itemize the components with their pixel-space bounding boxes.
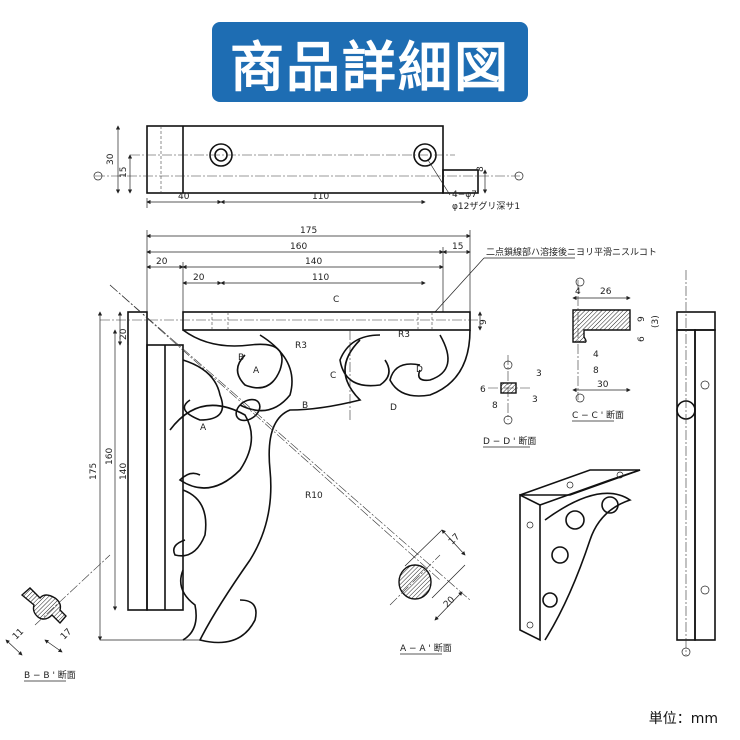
page-title: 商品詳細図 — [230, 35, 510, 99]
section-b-label: B — [302, 401, 308, 411]
top-view: 30 15 40 110 8 4−φ7 φ12ザグリ深サ1 — [93, 125, 524, 212]
side-view — [676, 270, 716, 657]
dim-160-v: 160 — [105, 448, 115, 465]
cc-title: C − C ' 断面 — [572, 409, 624, 421]
scrollwork — [109, 284, 471, 644]
r3-label-a: R3 — [295, 341, 307, 351]
dim-15: 15 — [452, 242, 463, 252]
section-dd: 6 8 3 3 D − D ' 断面 — [480, 355, 542, 448]
aa-dim-20: 20 — [442, 595, 457, 610]
section-c-label: C — [333, 295, 339, 305]
cc-dim-6: 6 — [637, 336, 647, 342]
r3-label-b: R3 — [398, 330, 410, 340]
section-b2-label: B — [238, 353, 244, 363]
bb-dim-11: 11 — [11, 627, 26, 642]
section-aa: 17 20 A − A ' 断面 — [389, 529, 466, 655]
dim-140-v: 140 — [119, 463, 129, 480]
dim-110: 110 — [312, 273, 329, 283]
dim-175-h: 175 — [300, 226, 317, 236]
dim-20a: 20 — [156, 257, 168, 267]
r10-label: R10 — [305, 491, 323, 501]
unit-label: 単位：mm — [648, 711, 718, 727]
dd-dim-8: 8 — [492, 401, 498, 411]
section-cc: 4 26 9 6 (3) 4 8 30 C − C ' 断面 — [572, 277, 661, 422]
section-c2-label: C — [330, 371, 336, 381]
aa-title: A − A ' 断面 — [400, 642, 452, 654]
dim-40: 40 — [178, 192, 190, 202]
dim-20-v: 20 — [119, 328, 129, 340]
cc-dim-8: 8 — [593, 366, 599, 376]
isometric-view — [519, 469, 641, 642]
dim-160-h: 160 — [290, 242, 307, 252]
dim-9: 9 — [479, 319, 489, 325]
dd-dim-6: 6 — [480, 385, 486, 395]
bb-dim-17: 17 — [59, 627, 74, 642]
cc-dim-30: 30 — [597, 380, 609, 390]
section-a2-label: A — [200, 423, 207, 433]
dd-dim-3b: 3 — [532, 395, 538, 405]
section-bb: 11 17 B − B ' 断面 — [5, 554, 111, 682]
cc-dim-4a: 4 — [575, 287, 581, 297]
dim-140-h: 140 — [305, 257, 322, 267]
dim-175-v: 175 — [89, 463, 99, 480]
section-d2-label: D — [390, 403, 397, 413]
cc-dim-4b: 4 — [593, 350, 599, 360]
counterbore-note: φ12ザグリ深サ1 — [452, 200, 520, 212]
dd-dim-3a: 3 — [536, 369, 542, 379]
hole-note: 4−φ7 — [452, 190, 477, 200]
section-d-label: D — [416, 365, 423, 375]
cc-dim-3: (3) — [651, 315, 661, 328]
front-view: 175 160 15 20 140 20 110 二点鎖線部ハ溶接後ニヨリ平滑ニ… — [89, 226, 657, 644]
dim-15: 15 — [119, 167, 129, 178]
weld-note: 二点鎖線部ハ溶接後ニヨリ平滑ニスルコト — [486, 246, 657, 258]
title-banner: 商品詳細図 — [212, 22, 528, 102]
cc-dim-9: 9 — [637, 316, 647, 322]
section-a-label: A — [253, 366, 260, 376]
dim-20b: 20 — [193, 273, 205, 283]
bb-title: B − B ' 断面 — [24, 669, 76, 681]
cc-dim-26: 26 — [600, 287, 612, 297]
dim-110: 110 — [312, 192, 329, 202]
dim-8: 8 — [476, 166, 486, 172]
dim-30: 30 — [106, 153, 116, 165]
aa-dim-17: 17 — [447, 532, 462, 547]
dd-title: D − D ' 断面 — [483, 435, 536, 447]
